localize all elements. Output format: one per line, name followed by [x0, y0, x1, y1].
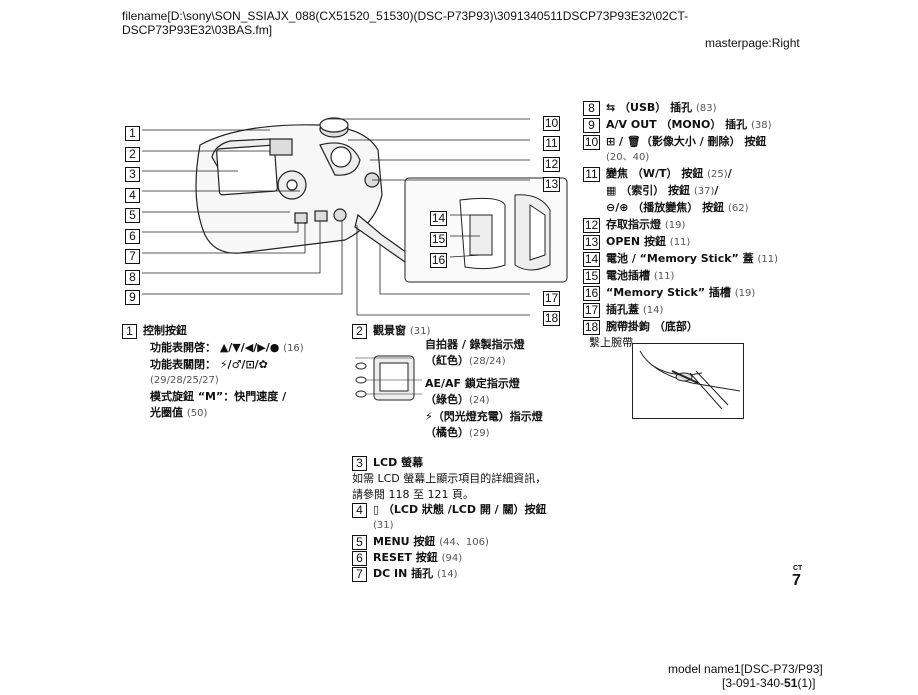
entry-reset-button: 6 RESET 按鈕 (94) — [352, 550, 462, 567]
callout-18: 18 — [543, 311, 560, 326]
entry-zoom-button: 11 變焦 （W/T） 按鈕 (25)/ ▦ （索引） 按鈕 (37)/ ⊖/⊕… — [583, 166, 778, 217]
callout-11: 11 — [543, 132, 560, 151]
entry-lcd-screen: 3 LCD 螢幕 — [352, 455, 423, 471]
entry-menu-button: 5 MENU 按鈕 (44、106) — [352, 534, 489, 551]
entry-strap-hook: 18 腕帶掛鉤 （底部） — [583, 320, 698, 335]
callout-14: 14 — [430, 211, 447, 226]
wrist-strap-illustration — [632, 343, 744, 419]
filename-line-2: DSCP73P93E32\03BAS.fm] — [122, 23, 273, 37]
entry-image-size-delete-button: 10 ⊞ / 🗑（影像大小 / 刪除） 按鈕 (20、40) — [583, 135, 767, 163]
entry-jack-cover: 17 插孔蓋 (14) — [583, 303, 664, 318]
entry-access-lamp: 12 存取指示燈 (19) — [583, 218, 686, 233]
callout-8: 8 — [125, 266, 140, 285]
camera-diagram — [142, 117, 568, 316]
callout-10: 10 — [543, 116, 560, 131]
entry-open-button: 13 OPEN 按鈕 (11) — [583, 235, 691, 250]
callout-7: 7 — [125, 245, 140, 264]
entry-viewfinder: 2 觀景窗 (31) — [352, 323, 430, 340]
callout-leader-lines — [142, 118, 530, 316]
model-name-line: model name1[DSC-P73/P93] — [668, 662, 823, 676]
callout-3: 3 — [125, 163, 140, 182]
entry-lcd-status-button: 4 ▯ （LCD 狀態 /LCD 開 / 關）按鈕 (31) — [352, 502, 547, 534]
entry-usb-jack: 8 ⇆ （USB） 插孔 (83) — [583, 100, 778, 117]
entry-battery-slot: 15 電池插槽 (11) — [583, 269, 675, 284]
callout-13: 13 — [543, 177, 560, 192]
part-number-line: [3-091-340-51(1)] — [722, 676, 816, 690]
callout-17: 17 — [543, 291, 560, 306]
entry-battery-cover: 14 電池 / “Memory Stick” 蓋 (11) — [583, 252, 778, 267]
page-number: 7 — [792, 572, 801, 589]
callout-16: 16 — [430, 253, 447, 268]
entry-av-out-jack: 9 A/V OUT （MONO） 插孔 (38) — [583, 117, 778, 134]
camera-body-drawing — [195, 117, 411, 263]
callout-9: 9 — [125, 286, 140, 305]
viewfinder-lamps-drawing — [355, 355, 422, 401]
control-button-details: 功能表開啓： ▲/▼/◀/▶/● (16) 功能表關閉： ⚡/♂/⊡/✿ (29… — [150, 341, 304, 419]
entry-control-button: 1 控制按鈕 — [122, 323, 187, 339]
entry-title: 控制按鈕 — [143, 324, 187, 337]
strap-hook-description: 繫上腕帶。 — [589, 336, 644, 349]
entry-dc-in-jack: 7 DC IN 插孔 (14) — [352, 566, 458, 583]
callout-12: 12 — [543, 157, 560, 172]
callout-6: 6 — [125, 225, 140, 244]
right-column-list: 8 ⇆ （USB） 插孔 (83) 9 A/V OUT （MONO） 插孔 (3… — [583, 100, 778, 351]
callout-15: 15 — [430, 232, 447, 247]
lcd-screen-description: 如需 LCD 螢幕上顯示項目的詳細資訊， 請參閱 118 至 121 頁。 — [352, 472, 547, 501]
language-code: CT — [793, 565, 803, 572]
callout-5: 5 — [125, 204, 140, 223]
callout-4: 4 — [125, 184, 140, 203]
callout-2: 2 — [125, 143, 140, 162]
viewfinder-lamp-labels: 自拍器 / 錄製指示燈 （紅色）(28/24) AE/AF 鎖定指示燈 （綠色）… — [425, 338, 543, 439]
callout-1: 1 — [125, 122, 140, 141]
entry-memory-stick-slot: 16 “Memory Stick” 插槽 (19) — [583, 286, 756, 301]
filename-line-1: filename[D:\sony\SON_SSIAJX_088(CX51520_… — [122, 9, 689, 23]
masterpage-label: masterpage:Right — [705, 36, 800, 50]
